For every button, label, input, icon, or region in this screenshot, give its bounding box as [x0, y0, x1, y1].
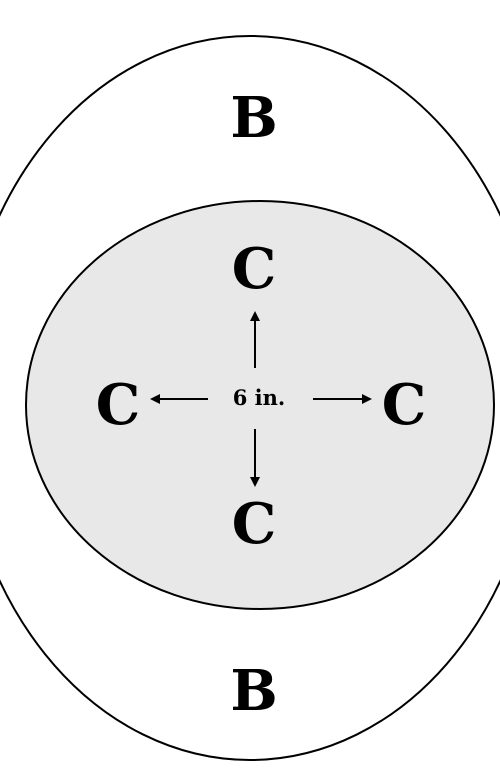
- inner-zone-label-bottom: C: [232, 491, 277, 557]
- outer-zone-label-top: B: [230, 85, 277, 151]
- inner-zone-label-left: C: [96, 372, 141, 438]
- inner-zone-ellipse: [25, 200, 495, 610]
- outer-zone-label-bottom: B: [230, 658, 277, 724]
- inner-zone-label-right: C: [382, 372, 427, 438]
- center-distance-label: 6 in.: [233, 385, 285, 410]
- inner-zone-label-top: C: [232, 236, 277, 302]
